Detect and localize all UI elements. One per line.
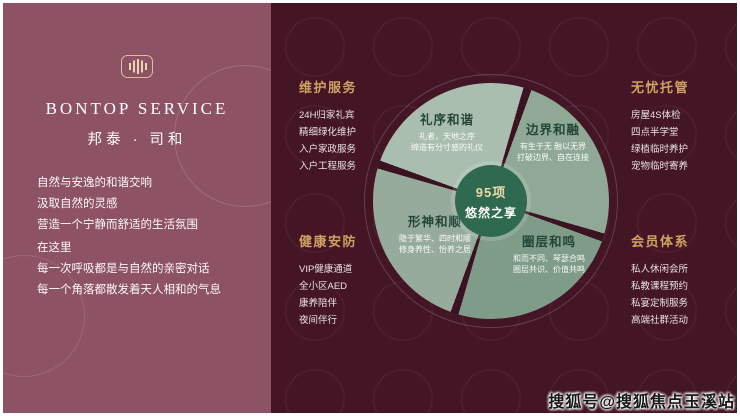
segment-title: 形神和顺 <box>407 215 462 229</box>
left-panel: BONTOP SERVICE 邦泰 · 司和 自然与安逸的和谐交响 汲取自然的灵… <box>3 3 271 413</box>
intro-line: 汲取自然的灵感 <box>37 198 118 210</box>
intro-line: 每一个角落都散发着天人相和的气息 <box>37 284 221 296</box>
segment-body-mind-harmony: 形神和顺 隐于繁华、四时和顺 修身养性、怡养之居 <box>379 211 491 255</box>
segment-title: 边界和融 <box>525 123 580 137</box>
service-item: 夜间伴行 <box>299 315 338 326</box>
service-wheel-diagram: 礼序和谐 礼者，天地之序 缔造有分寸感的礼仪 边界和融 有生于无 融以无界 打破… <box>364 74 618 328</box>
segment-subtitle: 有生于无 融以无界 <box>519 142 587 151</box>
service-item: 房屋4S体检 <box>631 110 681 121</box>
service-item: 宠物临时寄养 <box>631 161 689 172</box>
intro-line: 营造一个宁静而舒适的生活氛围 <box>37 219 198 231</box>
right-panel: 维护服务 24H归家礼宾 精细绿化维护 入户家政服务 入户工程服务 健康安防 V… <box>271 3 737 413</box>
service-item-list: 房屋4S体检 四点半学堂 绿植临时养护 宠物临时寄养 <box>631 107 737 175</box>
segment-subtitle: 修身养性、怡养之居 <box>399 245 471 254</box>
service-item: 私宴定制服务 <box>631 298 689 309</box>
segment-subtitle: 缔造有分寸感的礼仪 <box>411 143 483 152</box>
intro-line: 在这里 <box>37 242 72 254</box>
intro-paragraph: 自然与安逸的和谐交响 汲取自然的灵感 营造一个宁静而舒适的生活氛围 在这里 每一… <box>37 173 237 301</box>
diagram-center-count: 95项 <box>475 184 507 200</box>
service-item: 入户家政服务 <box>299 144 357 155</box>
segment-ritual-harmony: 礼序和谐 礼者，天地之序 缔造有分寸感的礼仪 <box>391 109 503 153</box>
service-column-title: 会员体系 <box>631 234 690 249</box>
brand-title-cn: 邦泰 · 司和 <box>87 132 187 148</box>
segment-circle-resonance: 圈层和鸣 和而不同、琴瑟合鸣 圈层共识、价值共鸣 <box>493 231 605 275</box>
diagram-center-label: 悠然之享 <box>464 205 517 220</box>
service-item: 全小区AED <box>299 281 348 292</box>
brand-title-en: BONTOP SERVICE <box>45 99 229 118</box>
segment-subtitle: 礼者，天地之序 <box>419 132 475 141</box>
service-item: 私人休闲会所 <box>631 264 689 275</box>
service-column-title: 无忧托管 <box>631 80 690 95</box>
segment-subtitle: 隐于繁华、四时和顺 <box>399 234 471 243</box>
segment-subtitle: 和而不同、琴瑟合鸣 <box>513 254 585 263</box>
service-column-health-security: 健康安防 VIP健康通道 全小区AED 康养陪伴 夜间伴行 <box>299 231 405 329</box>
watermark: 搜狐号@搜狐焦点玉溪站 <box>548 394 735 411</box>
service-item: 康养陪伴 <box>299 298 338 309</box>
segment-subtitle: 打破边界、自在连接 <box>517 153 589 162</box>
service-column-title: 维护服务 <box>299 80 358 95</box>
service-item: 高端社群活动 <box>631 315 689 326</box>
intro-line: 每一次呼吸都是与自然的亲密对话 <box>37 263 210 275</box>
service-column-membership: 会员体系 私人休闲会所 私教课程预约 私宴定制服务 高端社群活动 <box>631 231 737 329</box>
intro-line: 自然与安逸的和谐交响 <box>37 177 152 189</box>
service-item-list: 私人休闲会所 私教课程预约 私宴定制服务 高端社群活动 <box>631 261 737 329</box>
service-item-list: 24H归家礼宾 精细绿化维护 入户家政服务 入户工程服务 <box>299 107 405 175</box>
service-column-maintenance: 维护服务 24H归家礼宾 精细绿化维护 入户家政服务 入户工程服务 <box>299 77 405 175</box>
segment-boundary-fusion: 边界和融 有生于无 融以无界 打破边界、自在连接 <box>497 119 609 163</box>
segment-title: 圈层和鸣 <box>521 235 576 249</box>
service-item: 入户工程服务 <box>299 161 357 172</box>
soundwave-icon <box>37 55 237 83</box>
service-item: 四点半学堂 <box>631 127 679 138</box>
presentation-slide: BONTOP SERVICE 邦泰 · 司和 自然与安逸的和谐交响 汲取自然的灵… <box>3 3 737 413</box>
service-item: 私教课程预约 <box>631 281 689 292</box>
left-content: BONTOP SERVICE 邦泰 · 司和 自然与安逸的和谐交响 汲取自然的灵… <box>3 3 271 301</box>
service-item: 精细绿化维护 <box>299 127 357 138</box>
service-item: 24H归家礼宾 <box>299 110 355 121</box>
segment-title: 礼序和谐 <box>419 113 474 127</box>
segment-subtitle: 圈层共识、价值共鸣 <box>513 265 585 274</box>
service-column-worry-free-care: 无忧托管 房屋4S体检 四点半学堂 绿植临时养护 宠物临时寄养 <box>631 77 737 175</box>
service-item: 绿植临时养护 <box>631 144 689 155</box>
diagram-center-badge: 95项 悠然之享 <box>455 165 527 237</box>
service-item-list: VIP健康通道 全小区AED 康养陪伴 夜间伴行 <box>299 261 405 329</box>
service-item: VIP健康通道 <box>299 264 353 275</box>
service-column-title: 健康安防 <box>299 234 358 249</box>
